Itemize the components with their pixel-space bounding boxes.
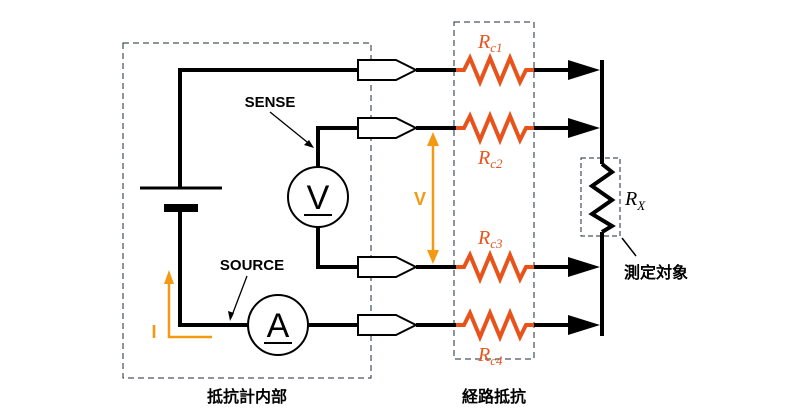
label-rc2: Rc2 bbox=[477, 147, 503, 171]
connector-2 bbox=[357, 117, 419, 139]
sense-label: SENSE bbox=[245, 94, 296, 111]
meter-internal-box bbox=[122, 42, 372, 379]
voltage-arrow bbox=[427, 132, 439, 264]
label-rc4: Rc4 bbox=[477, 344, 503, 368]
resistor-rc3 bbox=[456, 249, 534, 285]
battery-icon bbox=[140, 70, 222, 325]
connector-1 bbox=[357, 59, 419, 81]
voltmeter-label: V bbox=[307, 179, 330, 217]
dut-box bbox=[580, 157, 621, 237]
connector-3 bbox=[357, 256, 419, 278]
wire-sense bbox=[316, 126, 358, 269]
voltmeter-icon bbox=[287, 166, 349, 228]
path-resistance-box bbox=[453, 21, 535, 360]
sense-leader-arrow bbox=[269, 111, 314, 148]
dut-leader-line bbox=[621, 237, 637, 257]
resistor-rc1 bbox=[456, 52, 534, 88]
ammeter-icon bbox=[247, 294, 309, 356]
voltage-label: V bbox=[414, 189, 426, 209]
resistor-rc4 bbox=[456, 307, 534, 343]
ammeter-label: A bbox=[267, 307, 290, 345]
current-arrow bbox=[164, 270, 212, 339]
label-rc3: Rc3 bbox=[477, 227, 503, 251]
label-rc1: Rc1 bbox=[477, 31, 503, 55]
dut-label: 測定対象 bbox=[624, 263, 688, 282]
dut-resistor-rx bbox=[588, 60, 616, 336]
resistor-rc2 bbox=[456, 110, 534, 146]
meter-internal-label: 抵抗計内部 bbox=[207, 387, 287, 406]
connector-4 bbox=[357, 314, 419, 336]
path-resistance-label: 経路抵抗 bbox=[462, 387, 526, 406]
label-rx: RX bbox=[624, 188, 646, 213]
source-label: SOURCE bbox=[220, 257, 284, 274]
arrows-to-dut bbox=[534, 60, 600, 335]
current-label: I bbox=[151, 322, 156, 342]
source-leader-arrow bbox=[228, 275, 248, 321]
